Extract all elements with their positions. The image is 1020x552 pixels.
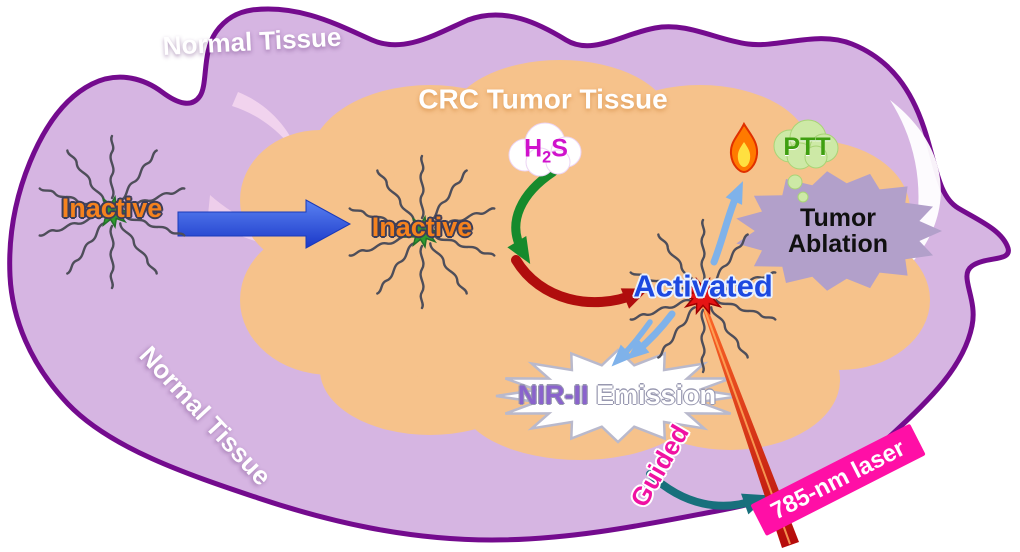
- molecule-core-green: [93, 195, 132, 229]
- tumor-ablation-starburst: [736, 171, 942, 291]
- h2s-element: H: [524, 134, 543, 163]
- h2s-subscript: 2: [542, 148, 552, 167]
- nir-emission-part2: Emission: [595, 379, 717, 410]
- nir-emission-part1: NIR-II: [517, 379, 589, 410]
- nir-emission-starburst: [495, 348, 741, 444]
- ptt-bubble: [773, 119, 839, 203]
- ptt-label: PTT: [783, 132, 831, 161]
- bubble-dot: [797, 191, 809, 203]
- tumor-lobe: [330, 130, 830, 410]
- molecule-core-green: [403, 215, 442, 249]
- bubble-dot: [787, 174, 803, 190]
- molecule-inactive-center: [348, 154, 496, 310]
- h2s-label: H2S: [524, 135, 568, 166]
- molecule-inactive-left: [38, 134, 186, 290]
- h2s-cloud: [508, 122, 582, 177]
- inactive-label-left: Inactive: [61, 192, 163, 223]
- inactive-label-center: Inactive: [371, 211, 473, 242]
- flame-inner: [737, 142, 751, 167]
- cloud-puff: [545, 149, 571, 175]
- tumor-ablation-line1: Tumor: [800, 203, 876, 232]
- tumor-ablation-line2: Ablation: [788, 230, 888, 258]
- emission-arrow: [626, 310, 676, 360]
- molecule-core-red: [679, 276, 727, 316]
- laser-beam: [700, 299, 799, 548]
- flame-icon: [729, 121, 759, 174]
- bubble-puff: [804, 145, 828, 169]
- h2s-tail: S: [551, 134, 568, 163]
- activated-label: Activated: [633, 268, 773, 304]
- ptt-arrow: [710, 181, 743, 266]
- crc-tumor-tissue-label: CRC Tumor Tissue: [418, 83, 668, 115]
- red-arrow: [511, 255, 649, 309]
- emission-arrow: [611, 319, 653, 367]
- tumor-ablation-label: Tumor Ablation: [788, 203, 888, 258]
- molecule-activated: [629, 218, 777, 374]
- highlight-swoosh-top: [232, 92, 300, 158]
- nir-emission-label: NIR-II Emission: [518, 381, 716, 409]
- guided-arrow: [646, 470, 770, 515]
- blue-arrow: [177, 199, 352, 249]
- green-arrow: [507, 167, 558, 265]
